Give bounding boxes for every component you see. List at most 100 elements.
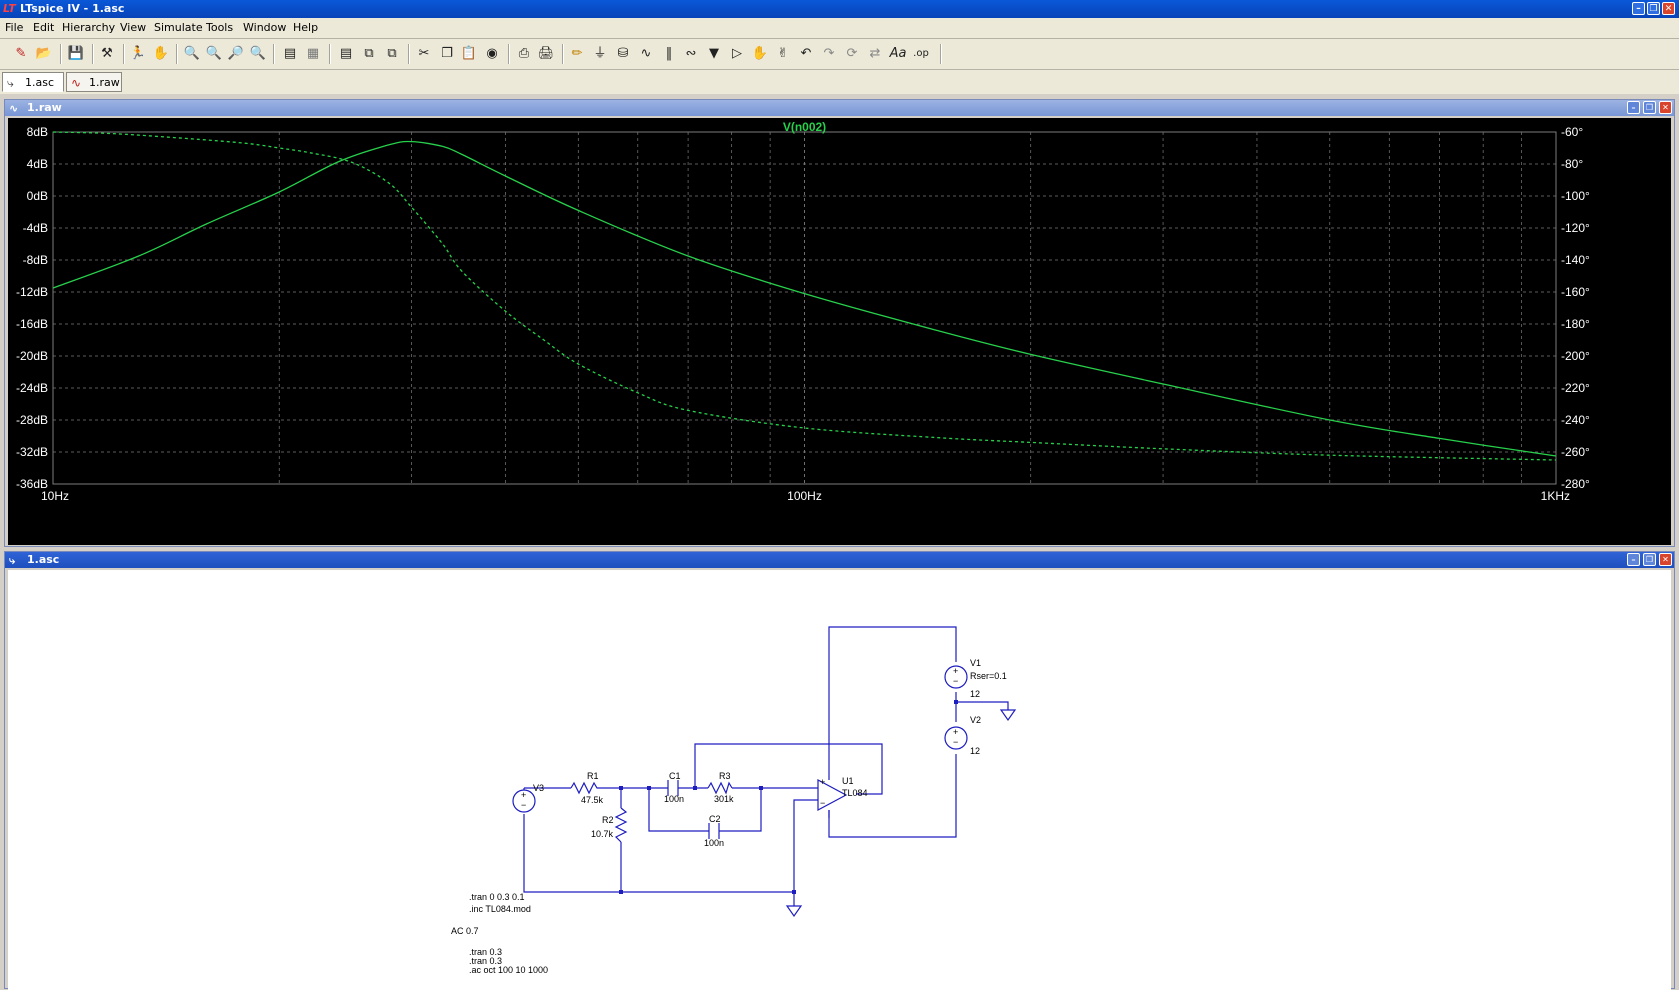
x-tick-label: 1KHz bbox=[1541, 489, 1570, 503]
menu-tools[interactable]: Tools bbox=[206, 21, 234, 34]
magnitude-trace[interactable] bbox=[52, 140, 1557, 457]
schematic-icon: ⤷ bbox=[7, 76, 14, 90]
drag-icon[interactable]: ✌ bbox=[777, 46, 789, 61]
menu-simulate[interactable]: Simulate bbox=[154, 21, 203, 34]
close-icon[interactable]: ✕ bbox=[1659, 101, 1672, 114]
spice-directive[interactable]: .tran 0 0.3 0.1 bbox=[469, 892, 525, 902]
grid-icon[interactable]: ▦ bbox=[306, 46, 320, 61]
capacitor-c1[interactable] bbox=[667, 780, 679, 796]
control-panel-icon[interactable]: ⚒ bbox=[101, 46, 113, 61]
component-icon[interactable]: ▷ bbox=[732, 46, 742, 61]
voltage-source-v2[interactable] bbox=[944, 726, 968, 750]
zoom-out-icon[interactable]: 🔎 bbox=[227, 46, 245, 61]
tile-horizontal-icon[interactable]: ▤ bbox=[339, 46, 353, 61]
text-icon[interactable]: Aa bbox=[889, 46, 907, 61]
wire[interactable] bbox=[719, 788, 762, 832]
restore-icon[interactable]: ❐ bbox=[1643, 101, 1656, 114]
minimize-icon[interactable]: – bbox=[1632, 2, 1645, 15]
component-label: R1 bbox=[587, 771, 599, 781]
trace-label[interactable]: V(n002) bbox=[783, 120, 826, 134]
mirror-icon[interactable]: ⇄ bbox=[869, 46, 881, 61]
menu-hierarchy[interactable]: Hierarchy bbox=[62, 21, 116, 34]
spice-directive[interactable]: .tran 0.3 bbox=[469, 956, 502, 966]
print-icon[interactable]: 🖨 bbox=[537, 46, 555, 61]
cut-icon[interactable]: ✂ bbox=[418, 46, 430, 61]
zoom-fit-icon[interactable]: 🔍 bbox=[249, 46, 267, 61]
print-setup-icon[interactable]: ⎙ bbox=[518, 46, 530, 61]
menu-help[interactable]: Help bbox=[293, 21, 319, 34]
copy-icon[interactable]: ❐ bbox=[441, 46, 453, 61]
minimize-icon[interactable]: – bbox=[1627, 553, 1640, 566]
menu-file[interactable]: File bbox=[5, 21, 24, 34]
wire[interactable] bbox=[955, 692, 1009, 710]
redo-icon[interactable]: ↷ bbox=[823, 46, 835, 61]
ground-icon[interactable]: ⏚ bbox=[593, 46, 607, 61]
resistor-r1[interactable] bbox=[570, 781, 600, 795]
schematic-canvas[interactable]: + − + − + − + − V1 Rser=0.1 12 V2 12 V3 … bbox=[8, 570, 1671, 990]
paste-icon[interactable]: 📋 bbox=[460, 46, 478, 61]
undo-icon[interactable]: ↶ bbox=[800, 46, 812, 61]
component-label: C1 bbox=[669, 771, 681, 781]
resistor-r2[interactable] bbox=[614, 807, 628, 843]
menu-edit[interactable]: Edit bbox=[33, 21, 55, 34]
ground-symbol[interactable] bbox=[785, 905, 803, 918]
spice-directive-icon[interactable]: .op bbox=[913, 48, 929, 59]
wire[interactable] bbox=[793, 799, 818, 906]
diode-icon[interactable]: ▼ bbox=[709, 46, 719, 61]
find-icon[interactable]: ◉ bbox=[486, 46, 498, 61]
run-icon[interactable]: 🏃 bbox=[129, 46, 147, 61]
menu-window[interactable]: Window bbox=[243, 21, 287, 34]
y-right-tick-label: -280° bbox=[1561, 477, 1590, 491]
close-icon[interactable]: ✕ bbox=[1659, 553, 1672, 566]
tab-1-asc[interactable]: ⤷ 1.asc bbox=[2, 72, 64, 92]
inductor-icon[interactable]: ∾ bbox=[685, 46, 697, 61]
save-icon[interactable]: 💾 bbox=[67, 46, 85, 61]
spice-directive[interactable]: AC 0.7 bbox=[451, 926, 479, 936]
menu-view[interactable]: View bbox=[120, 21, 147, 34]
phase-trace[interactable] bbox=[52, 131, 1557, 461]
wire[interactable] bbox=[694, 743, 883, 795]
ground-symbol[interactable] bbox=[999, 709, 1017, 722]
zoom-box-icon[interactable]: 🔍 bbox=[205, 46, 223, 61]
new-schematic-icon[interactable]: ✎ bbox=[15, 46, 27, 61]
spice-directive[interactable]: .tran 0.3 bbox=[469, 947, 502, 957]
component-value: 47.5k bbox=[581, 795, 604, 805]
spice-directive[interactable]: .inc TL084.mod bbox=[469, 904, 531, 914]
wire[interactable] bbox=[828, 626, 957, 714]
cascade-icon[interactable]: ⧉ bbox=[364, 46, 374, 61]
y-left-tick-label: -8dB bbox=[23, 253, 48, 267]
restore-icon[interactable]: ❐ bbox=[1643, 553, 1656, 566]
open-icon[interactable]: 📂 bbox=[35, 46, 53, 61]
tab-1-raw[interactable]: ∿ 1.raw bbox=[66, 72, 122, 92]
tile-icon[interactable]: ⧉ bbox=[387, 46, 397, 61]
wire[interactable] bbox=[828, 754, 957, 838]
wire[interactable] bbox=[523, 814, 794, 893]
resistor-icon[interactable]: ∿ bbox=[640, 46, 652, 61]
component-label: R2 bbox=[602, 815, 614, 825]
rotate-icon[interactable]: ⟳ bbox=[846, 46, 858, 61]
spice-directive[interactable]: .ac oct 100 10 1000 bbox=[469, 965, 548, 975]
opamp-u1[interactable] bbox=[817, 778, 848, 812]
close-icon[interactable]: ✕ bbox=[1662, 2, 1675, 15]
autorange-icon[interactable]: ▤ bbox=[283, 46, 297, 61]
zoom-in-icon[interactable]: 🔍 bbox=[183, 46, 201, 61]
resistor-r3[interactable] bbox=[707, 781, 733, 795]
voltage-source-v1[interactable] bbox=[944, 665, 968, 689]
capacitor-icon[interactable]: ‖ bbox=[665, 46, 673, 61]
capacitor-c2[interactable] bbox=[708, 823, 720, 839]
bode-plot[interactable]: 8dB4dB0dB-4dB-8dB-12dB-16dB-20dB-24dB-28… bbox=[8, 118, 1671, 545]
minimize-icon[interactable]: – bbox=[1627, 101, 1640, 114]
restore-icon[interactable]: ❐ bbox=[1647, 2, 1660, 15]
wire-icon[interactable]: ✏ bbox=[571, 46, 583, 61]
app-title: LTspice IV - 1.asc bbox=[20, 2, 125, 15]
opamp-minus-sign: − bbox=[820, 798, 825, 808]
y-left-tick-label: -12dB bbox=[16, 285, 48, 299]
label-icon[interactable]: ⛁ bbox=[617, 46, 629, 61]
wire[interactable] bbox=[648, 788, 709, 832]
toolbar-separator bbox=[562, 44, 564, 64]
pan-icon[interactable]: ✋ bbox=[152, 46, 170, 61]
schematic-drawing[interactable]: + − + − + − + − V1 Rser=0.1 12 V2 12 V3 … bbox=[8, 570, 1671, 990]
component-value: Rser=0.1 bbox=[970, 671, 1007, 681]
move-icon[interactable]: ✋ bbox=[751, 46, 769, 61]
